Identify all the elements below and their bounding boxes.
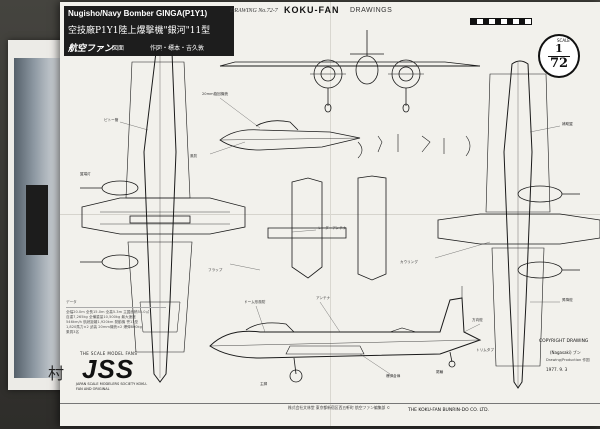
callout-gun: 20mm旋回機銃 (202, 92, 228, 96)
spec-rule (66, 307, 166, 308)
brand-subtitle: DRAWINGS (350, 7, 393, 14)
callout-elevator: 昇降舵 (562, 298, 573, 302)
callout-bomb-bay: 爆弾倉扉 (386, 374, 401, 378)
drawing-number: DRAWING No.72-7 (230, 8, 278, 14)
front-view (219, 30, 481, 113)
title-credits: 作図・標本・吉久敦 (150, 45, 205, 52)
magazine-text: 村 (48, 364, 65, 383)
drawn-by: Drawing/Production 作図 (546, 358, 590, 362)
callout-radar: レーダーアンテナ (318, 226, 347, 230)
scale-word: SCALE (557, 38, 570, 43)
footer-rule (60, 403, 600, 404)
spec-line-2: 546km/h 航続距離1,920km 発動機 誉11型 (66, 320, 139, 324)
callout-rudder: 方向舵 (472, 318, 483, 322)
scale-bar (470, 18, 532, 25)
logo-top-text: THE SCALE MODEL FANS (80, 351, 138, 356)
magazine-photo-dark (26, 185, 48, 255)
footer-publisher: 株式会社文林堂 東京都新宿区西五軒町 航空ファン編集部 © (288, 405, 391, 410)
fold-line-vertical (330, 2, 331, 426)
plan-view-top (80, 48, 246, 383)
logo-sub-text: JAPAN SCALE MODELERS SOCIETY KOKU-FAN AN… (76, 382, 148, 391)
detail-sketches (357, 134, 471, 159)
spec-notes: データ 全幅20.0m 全長15.0m 全高5.3m 主翼面積55.0㎡ 自重7… (66, 300, 166, 335)
spec-line-4: 乗員3名 (66, 330, 80, 334)
plan-view-tail (267, 175, 387, 281)
spec-line-0: 全幅20.0m 全長15.0m 全高5.3m 主翼面積55.0㎡ (66, 310, 150, 314)
callout-tail-wheel: 尾輪 (436, 370, 444, 374)
jss-logo: JSS (82, 354, 135, 384)
callout-pitot: ピトー管 (104, 118, 119, 122)
title-block: Nugisho/Navy Bomber GINGA(P1Y1) 空技廠P1Y1陸… (64, 6, 234, 56)
title-sub: 図面 (112, 45, 125, 52)
callout-cowl: カウリング (400, 260, 418, 264)
copyright-label: COPYRIGHT DRAWING (539, 339, 589, 344)
title-japanese: 空技廠P1Y1陸上爆撃機"銀河"11型 (68, 26, 211, 36)
aircraft-drawings (80, 30, 600, 389)
magazine-logo: 航空ファン (68, 44, 114, 54)
callout-main-gear: 主脚 (260, 382, 268, 386)
scale-denominator: 72 (548, 56, 570, 71)
brand-title: KOKU-FAN (284, 5, 340, 15)
spec-line-1: 自重7,265kg 全備重量10,500kg 最大速度 (66, 315, 136, 319)
callout-aileron: 補助翼 (562, 122, 573, 126)
callout-antenna: アンテナ (316, 296, 331, 300)
callout-trim: トリムタブ (476, 348, 494, 352)
copyright-sub: (Nagasaki) ブン (550, 350, 581, 355)
side-view-upper (219, 120, 361, 151)
callout-nav-light: 翼端灯 (80, 172, 91, 176)
callout-canopy: 風防 (190, 154, 198, 158)
title-english: Nugisho/Navy Bomber GINGA(P1Y1) (68, 9, 208, 18)
plan-view-bottom (437, 60, 600, 389)
spec-heading: データ (66, 300, 77, 304)
scale-badge: 1 72 (538, 34, 580, 78)
side-view-lower (209, 286, 482, 383)
footer-company: THE KOKU-FAN BUNRIN-DO CO. LTD. (408, 408, 489, 413)
callout-dome: ドーム形風防 (244, 300, 266, 304)
leader-lines (119, 97, 561, 375)
drawing-date: 1977. 9. 3 (546, 367, 568, 372)
drawing-sheet: Nugisho/Navy Bomber GINGA(P1Y1) 空技廠P1Y1陸… (60, 2, 600, 426)
spec-line-3: 1,820馬力×2 武装 20mm機銃×2 爆弾800kg (66, 325, 142, 329)
callout-flap: フラップ (208, 268, 223, 272)
scale-numerator: 1 (555, 42, 563, 55)
